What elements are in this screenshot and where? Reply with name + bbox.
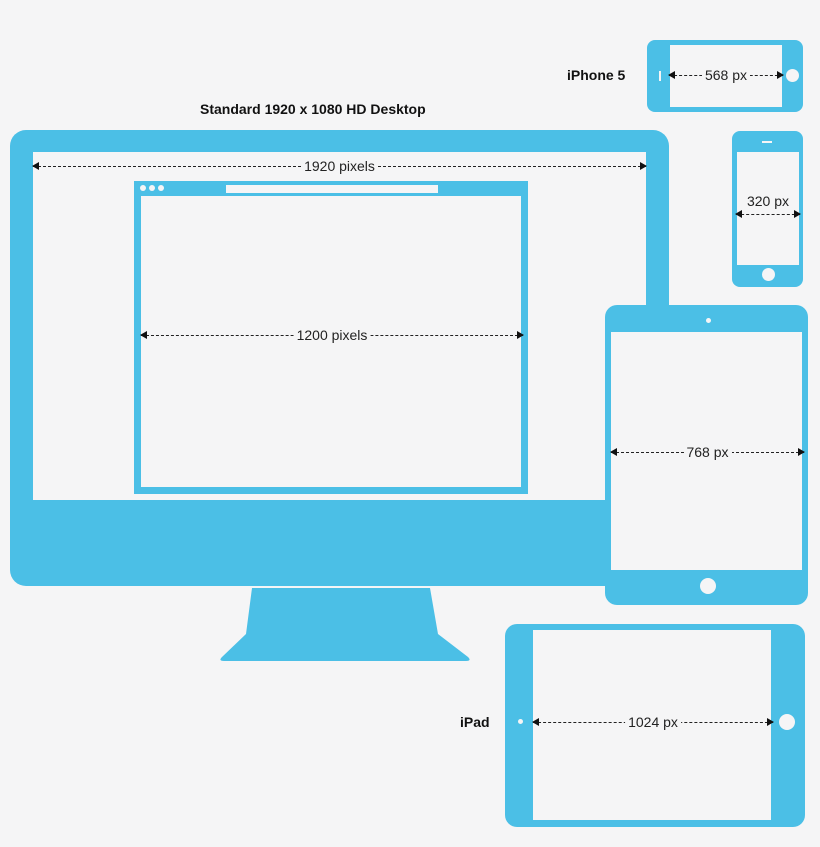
ipad-portrait-dimension: 768 px [610, 444, 805, 461]
browser-dot-icon [158, 185, 164, 191]
camera-icon [518, 719, 523, 724]
browser-width-dimension: 1200 pixels [140, 327, 524, 344]
ipad-landscape-dimension: 1024 px [532, 714, 774, 731]
iphone-speaker [762, 141, 772, 143]
iphone-speaker [659, 71, 661, 81]
iphone-landscape-width-label: 568 px [701, 67, 751, 84]
home-button-icon [762, 268, 775, 281]
desktop-title: Standard 1920 x 1080 HD Desktop [200, 101, 426, 117]
iphone-portrait-dimension [735, 207, 801, 223]
desktop-width-dimension: 1920 pixels [32, 158, 647, 175]
ipad-label: iPad [460, 714, 490, 730]
browser-dot-icon [140, 185, 146, 191]
browser-dot-icon [149, 185, 155, 191]
iphone-label: iPhone 5 [567, 67, 626, 83]
camera-icon [706, 318, 711, 323]
home-button-icon [786, 69, 799, 82]
monitor-stand [220, 588, 470, 661]
home-button-icon [779, 714, 795, 730]
iphone-portrait-width-label: 320 px [737, 193, 799, 209]
ipad-portrait-width-label: 768 px [683, 444, 732, 461]
home-button-icon [700, 578, 716, 594]
desktop-width-label: 1920 pixels [301, 158, 378, 175]
browser-address-bar [226, 185, 438, 193]
browser-width-label: 1200 pixels [293, 327, 371, 344]
iphone-landscape-dimension: 568 px [668, 67, 784, 84]
ipad-landscape-width-label: 1024 px [625, 714, 681, 731]
